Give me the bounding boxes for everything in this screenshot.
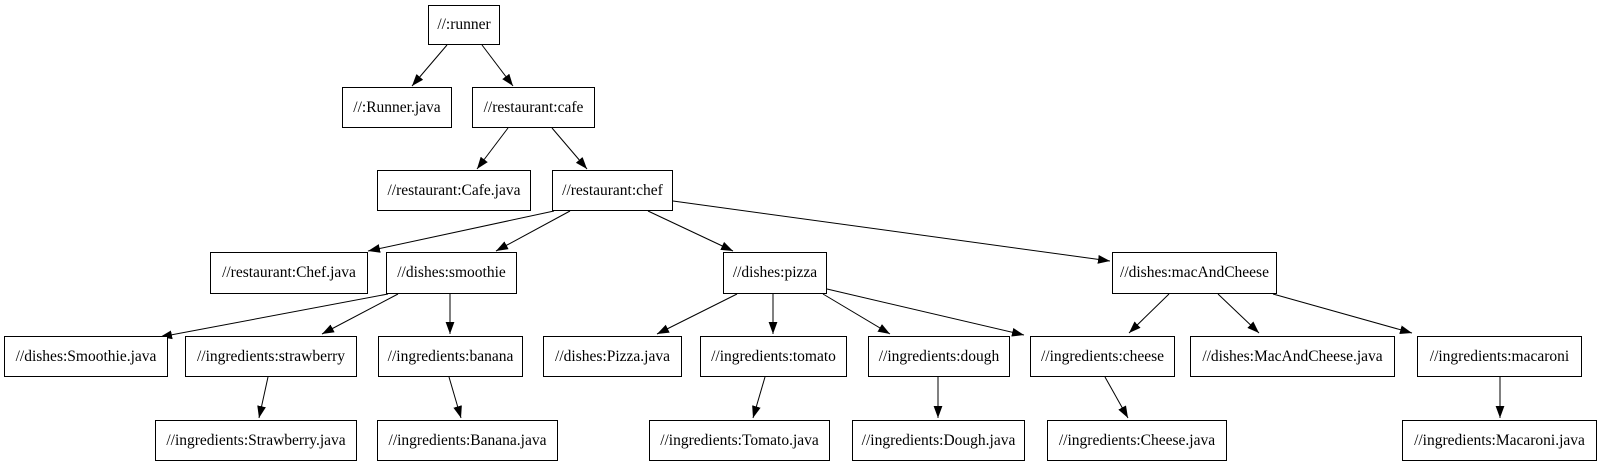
graph-node-cafe: //restaurant:cafe (472, 87, 595, 128)
graph-node-label: //:runner (437, 16, 491, 34)
graph-edge-runner-to-runner_java (411, 44, 448, 87)
graph-node-dough: //ingredients:dough (868, 336, 1010, 377)
graph-node-label: //ingredients:tomato (711, 347, 836, 365)
graph-edge-macandcheese-to-cheese (1128, 293, 1170, 334)
graph-node-label: //ingredients:cheese (1040, 347, 1165, 365)
graph-node-label: //dishes:Smoothie.java (15, 347, 157, 365)
graph-node-label: //dishes:Pizza.java (555, 347, 670, 365)
graph-edge-pizza-to-dough (822, 293, 891, 335)
graph-node-macaroni: //ingredients:macaroni (1417, 336, 1582, 377)
graph-node-runner_java: //:Runner.java (342, 87, 452, 128)
graph-node-label: //ingredients:Strawberry.java (166, 431, 346, 449)
graph-node-strawberry_java: //ingredients:Strawberry.java (155, 420, 357, 461)
graph-node-dough_java: //ingredients:Dough.java (852, 420, 1025, 461)
graph-edge-strawberry-to-strawberry_java (257, 376, 269, 419)
graph-node-pizza_java: //dishes:Pizza.java (543, 336, 682, 377)
graph-node-tomato_java: //ingredients:Tomato.java (649, 420, 830, 461)
graph-node-label: //dishes:MacAndCheese.java (1202, 347, 1383, 365)
graph-node-cheese_java: //ingredients:Cheese.java (1047, 420, 1227, 461)
graph-node-label: //ingredients:strawberry (196, 347, 346, 365)
graph-edge-pizza-to-cheese (826, 288, 1025, 337)
graph-node-smoothie_java: //dishes:Smoothie.java (4, 336, 168, 377)
graph-edge-cheese-to-cheese_java (1104, 376, 1129, 419)
graph-node-label: //ingredients:Macaroni.java (1414, 431, 1585, 449)
graph-edge-smoothie-to-smoothie_java (159, 293, 389, 340)
graph-node-label: //restaurant:Chef.java (222, 264, 356, 282)
graph-node-label: //ingredients:macaroni (1429, 347, 1570, 365)
graph-node-label: //ingredients:dough (878, 347, 1000, 365)
graph-node-macandcheese: //dishes:macAndCheese (1112, 252, 1277, 294)
graph-edge-tomato-to-tomato_java (752, 376, 766, 419)
graph-node-label: //restaurant:cafe (483, 98, 584, 116)
graph-node-label: //ingredients:Cheese.java (1058, 431, 1216, 449)
graph-node-label: //ingredients:banana (387, 347, 514, 365)
graph-node-label: //dishes:pizza (732, 264, 818, 282)
graph-edge-macandcheese-to-macaroni (1272, 293, 1413, 334)
graph-node-chef: //restaurant:chef (552, 170, 673, 211)
graph-node-runner: //:runner (428, 5, 500, 45)
graph-node-macaroni_java: //ingredients:Macaroni.java (1402, 420, 1597, 461)
graph-node-cafe_java: //restaurant:Cafe.java (377, 170, 531, 211)
graph-edge-cafe-to-chef (551, 127, 588, 170)
graph-node-label: //ingredients:Banana.java (388, 431, 547, 449)
graph-node-label: //ingredients:Tomato.java (660, 431, 819, 449)
graph-edge-banana-to-banana_java (448, 376, 462, 419)
graph-edge-pizza-to-pizza_java (656, 293, 738, 335)
graph-node-label: //dishes:smoothie (397, 264, 506, 282)
graph-node-label: //restaurant:chef (562, 181, 663, 199)
graph-edge-cafe-to-cafe_java (476, 127, 509, 170)
graph-node-strawberry: //ingredients:strawberry (185, 336, 357, 377)
graph-node-pizza: //dishes:pizza (723, 252, 827, 294)
graph-node-banana_java: //ingredients:Banana.java (377, 420, 558, 461)
graph-node-banana: //ingredients:banana (378, 336, 523, 377)
graph-node-label: //dishes:macAndCheese (1120, 264, 1269, 282)
graph-edge-runner-to-cafe (481, 44, 514, 87)
graph-edge-chef-to-chef_java (367, 210, 555, 253)
graph-edge-chef-to-pizza (647, 210, 734, 252)
graph-node-tomato: //ingredients:tomato (700, 336, 847, 377)
graph-node-label: //:Runner.java (353, 98, 441, 116)
graph-edge-chef-to-smoothie (495, 210, 571, 252)
graph-edge-macandcheese-to-macandcheese_java (1217, 293, 1260, 334)
graph-node-chef_java: //restaurant:Chef.java (210, 252, 368, 294)
graph-node-label: //ingredients:Dough.java (861, 431, 1016, 449)
graph-node-cheese: //ingredients:cheese (1030, 336, 1175, 377)
graph-node-smoothie: //dishes:smoothie (386, 252, 517, 294)
graph-node-label: //restaurant:Cafe.java (387, 181, 521, 199)
graph-node-macandcheese_java: //dishes:MacAndCheese.java (1190, 336, 1395, 377)
graph-edge-smoothie-to-strawberry (321, 293, 399, 335)
